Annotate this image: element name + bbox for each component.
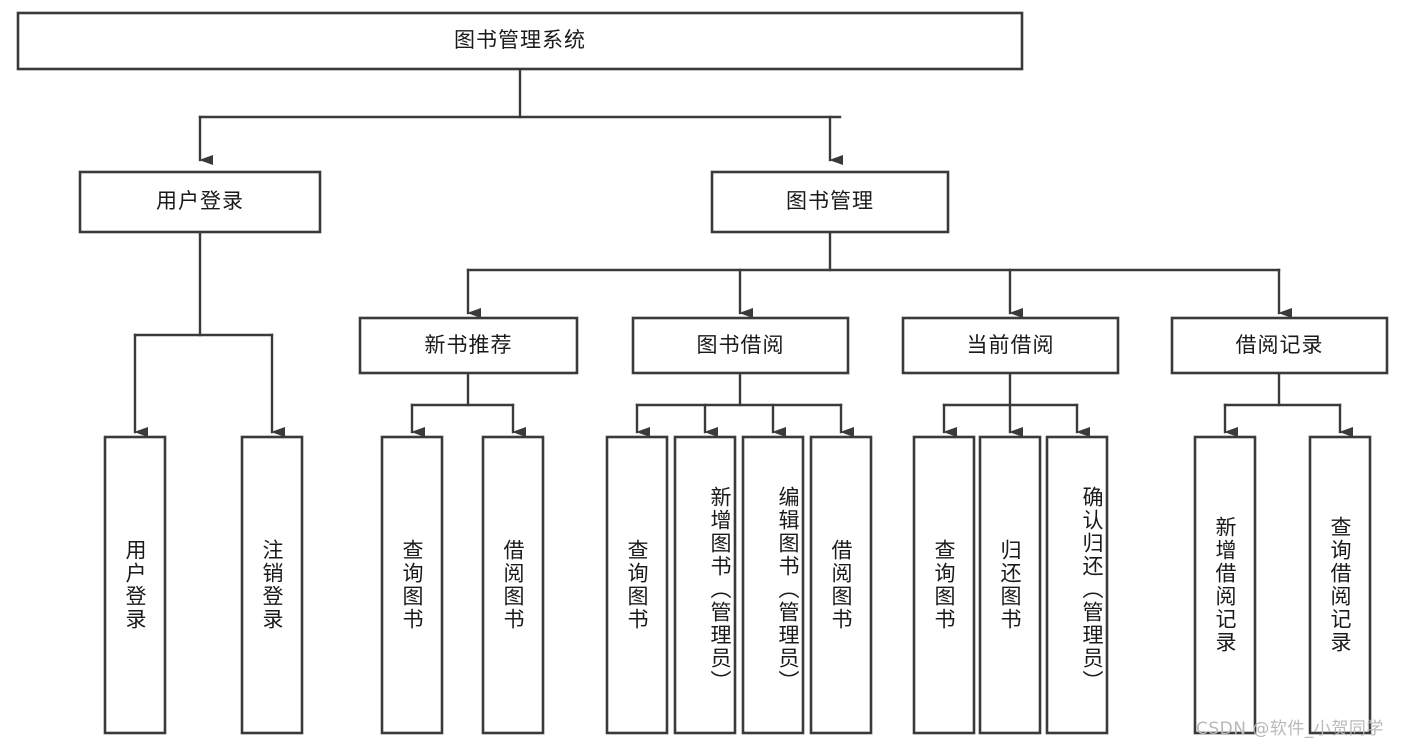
node-box-root[interactable] (16, 11, 1024, 71)
node-label-book-borrow: 图书借阅 (696, 332, 785, 357)
node-box-book-manage[interactable] (710, 170, 950, 234)
node-box-book-borrow[interactable] (631, 316, 850, 375)
node-box-leaf-add-record[interactable] (1193, 435, 1257, 735)
node-label-leaf-borrow-book-a: 借阅图书 (501, 539, 525, 631)
node-box-borrow-record[interactable] (1170, 316, 1389, 375)
node-label-leaf-logout: 注销登录 (260, 539, 284, 631)
node-box-leaf-query-record[interactable] (1308, 435, 1372, 735)
node-box-leaf-query-book-b[interactable] (605, 435, 669, 735)
node-box-leaf-query-book-c[interactable] (912, 435, 976, 735)
node-label-book-manage: 图书管理 (786, 189, 874, 214)
node-label-new-book-rec: 新书推荐 (424, 332, 513, 357)
node-box-leaf-user-login[interactable] (103, 435, 167, 735)
node-label-leaf-query-record: 查询借阅记录 (1328, 516, 1352, 654)
node-label-current-borrow: 当前借阅 (966, 332, 1055, 357)
node-box-leaf-borrow-book-b[interactable] (809, 435, 873, 735)
node-label-leaf-user-login: 用户登录 (123, 539, 147, 631)
node-box-user-login[interactable] (78, 170, 322, 234)
node-label-root: 图书管理系统 (454, 28, 586, 53)
node-box-leaf-edit-book[interactable] (741, 435, 805, 735)
node-box-new-book-rec[interactable] (358, 316, 579, 375)
node-box-leaf-logout[interactable] (240, 435, 304, 735)
node-box-leaf-borrow-book-a[interactable] (481, 435, 545, 735)
node-label-borrow-record: 借阅记录 (1235, 332, 1324, 357)
connector-layer (133, 67, 1353, 437)
node-label-leaf-borrow-book-b: 借阅图书 (829, 539, 853, 631)
node-box-leaf-confirm-return[interactable] (1045, 435, 1109, 735)
node-label-user-login: 用户登录 (156, 189, 244, 214)
node-label-leaf-return-book: 归还图书 (998, 539, 1022, 631)
node-box-leaf-query-book-a[interactable] (380, 435, 444, 735)
node-label-leaf-confirm-return: 确认归还（管理员） (1080, 485, 1104, 693)
csdn-watermark: CSDN @软件_小贺同学 (1196, 719, 1384, 739)
node-box-layer (16, 11, 1389, 735)
node-label-leaf-edit-book: 编辑图书（管理员） (776, 485, 800, 693)
node-label-leaf-query-book-c: 查询图书 (932, 539, 956, 631)
node-label-leaf-add-book: 新增图书（管理员） (708, 485, 732, 693)
node-box-leaf-add-book[interactable] (673, 435, 737, 735)
node-box-leaf-return-book[interactable] (978, 435, 1042, 735)
node-label-leaf-query-book-a: 查询图书 (400, 539, 424, 631)
node-box-current-borrow[interactable] (901, 316, 1120, 375)
node-label-leaf-add-record: 新增借阅记录 (1213, 516, 1237, 654)
node-label-leaf-query-book-b: 查询图书 (625, 539, 649, 631)
